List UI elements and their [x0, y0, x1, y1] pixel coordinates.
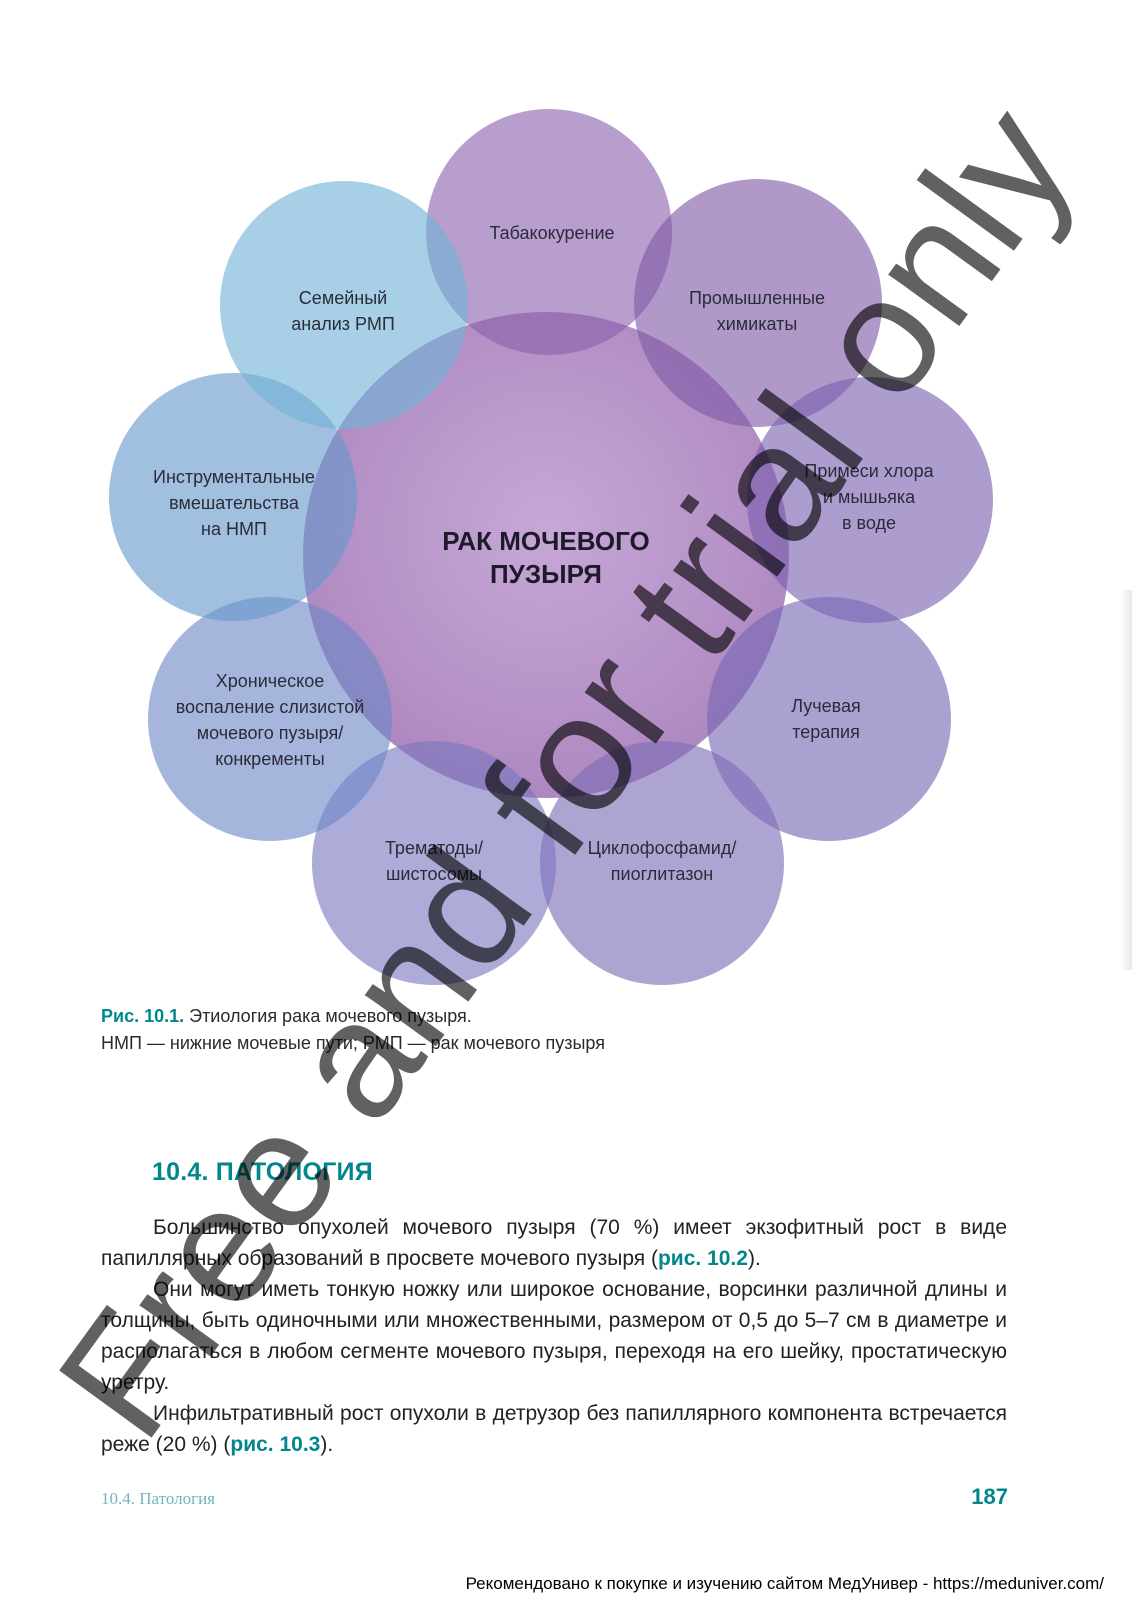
paragraph-2: Они могут иметь тонкую ножку или широкое… [101, 1278, 1007, 1394]
footer-section-name: 10.4. Патология [101, 1489, 215, 1508]
factor-circle-4 [707, 597, 951, 841]
factor-circle-1 [426, 109, 672, 355]
factor-circle-5 [540, 741, 784, 985]
factor-label-5: Циклофосфамид/ пиоглитазон [587, 838, 737, 884]
factor-label-9: Семейный анализ РМП [291, 288, 395, 334]
paragraph-3: Инфильтративный рост опухоли в детрузор … [101, 1402, 1007, 1456]
paragraph-1: Большинство опухолей мочевого пузыря (70… [101, 1216, 1007, 1270]
figure-title: Этиология рака мочевого пузыря. [184, 1006, 472, 1026]
center-circle [303, 312, 789, 798]
figure-caption: Рис. 10.1. Этиология рака мочевого пузыр… [101, 1003, 605, 1057]
page-edge-shadow [1120, 590, 1132, 970]
factor-label-1: Табакокурение [489, 223, 615, 243]
section-heading: 10.4. ПАТОЛОГИЯ [152, 1158, 373, 1186]
factor-label-3: Примеси хлора и мышьяка в воде [804, 461, 934, 533]
figure-legend: НМП — нижние мочевые пути; РМП — рак моч… [101, 1033, 605, 1053]
factor-circle-9 [220, 181, 468, 429]
factor-circle-2 [634, 179, 882, 427]
factor-circle-8 [109, 373, 357, 621]
factor-label-8: Инструментальные вмешательства на НМП [153, 467, 315, 539]
factor-label-4: Лучевая терапия [791, 696, 861, 742]
page-number: 187 [971, 1484, 1008, 1509]
etiology-diagram [109, 109, 993, 985]
factor-label-2: Промышленные химикаты [688, 288, 826, 334]
factor-circle-6 [312, 741, 556, 985]
factor-label-7: Хроническое воспаление слизистой мочевог… [175, 671, 365, 769]
factor-label-6: Трематоды/ шистосомы [384, 838, 484, 884]
center-label: РАК МОЧЕВОГО ПУЗЫРЯ [442, 526, 650, 589]
body-text: Большинство опухолей мочевого пузыря (70… [101, 1212, 1007, 1460]
factor-circle-7 [148, 597, 392, 841]
figure-number: Рис. 10.1. [101, 1006, 185, 1026]
figure-link-10-2[interactable]: рис. 10.2 [657, 1247, 748, 1270]
factor-circle-3 [747, 377, 993, 623]
promo-footer: Рекомендовано к покупке и изучению сайто… [465, 1574, 1104, 1593]
figure-link-10-3[interactable]: рис. 10.3 [230, 1433, 321, 1456]
